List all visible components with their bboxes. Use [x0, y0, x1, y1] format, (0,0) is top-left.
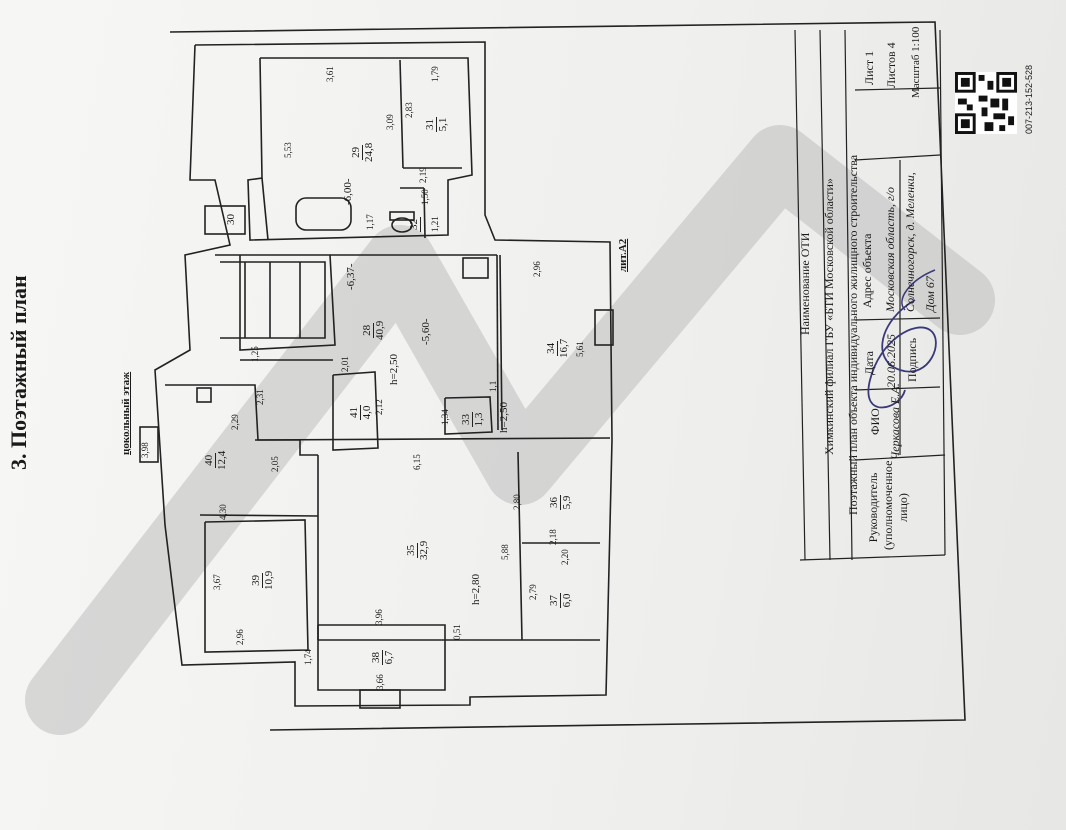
- stamp-addr-label: Адрес объекта: [860, 233, 874, 308]
- room-30: 30: [225, 214, 237, 225]
- level-label-3: -5,60-: [420, 318, 432, 345]
- dim: 2,05: [270, 456, 280, 472]
- dim: 3,96: [374, 609, 384, 625]
- dim: 6,15: [412, 454, 422, 470]
- dim: 0,51: [452, 624, 462, 640]
- dim: 1,1: [488, 380, 498, 392]
- dim: 2,20: [560, 549, 570, 565]
- room-32: 32: [408, 217, 421, 232]
- dim: 4,30: [218, 504, 228, 520]
- level-label-2: -6,37-: [345, 263, 357, 290]
- dim: 2,31: [255, 389, 265, 405]
- dim: 1,74: [303, 649, 313, 665]
- stamp-date-label: Дата: [862, 351, 876, 375]
- dim: 2,96: [235, 629, 245, 645]
- dim: 1,25: [250, 346, 260, 362]
- dim: 2,19: [418, 167, 428, 183]
- height-label-28: h=2,50: [388, 354, 400, 385]
- stamp-doc: Поэтажный план объекта индивидуального ж…: [846, 154, 860, 515]
- dim: 2,83: [404, 102, 414, 118]
- dim: 2,18: [548, 529, 558, 545]
- qr-code-image: [955, 72, 1017, 134]
- dim: 1,79: [430, 66, 440, 82]
- floor-plan-drawing: [139, 21, 966, 731]
- qr-code-number: 007-213-152-528: [1024, 64, 1034, 134]
- stamp-fio: Черкасова Е.А.: [888, 383, 902, 460]
- height-label-33: h=2,50: [498, 402, 510, 433]
- height-label-35: h=2,80: [470, 574, 482, 605]
- dim: 3,66: [375, 674, 385, 690]
- stamp-date: 20.06.2025: [884, 334, 898, 388]
- dim: 1,34: [440, 409, 450, 425]
- dim: 1,21: [430, 216, 440, 232]
- stamp-sign-label: Подпись: [905, 337, 919, 382]
- dim: 2,80: [512, 494, 522, 510]
- dim: 3,61: [325, 66, 335, 82]
- stamp-fio-label: ФИО: [868, 408, 882, 435]
- stamp-scale: Масштаб 1:100: [910, 26, 922, 98]
- dim: 5,53: [283, 142, 293, 158]
- stamp-org-label: Наименование ОТИ: [798, 232, 812, 335]
- dim: 2,12: [374, 399, 384, 415]
- dim: 5,61: [575, 341, 585, 357]
- dim: 2,29: [230, 414, 240, 430]
- dim: 2,79: [528, 584, 538, 600]
- dim: 2,01: [340, 356, 350, 372]
- dim: 3,09: [385, 114, 395, 130]
- dim: 3,67: [212, 574, 222, 590]
- stamp-addr: Московская область, г/о Солнечногорск, д…: [883, 172, 937, 312]
- level-label-1: -6,00-: [342, 178, 354, 205]
- stamp-sheets: Листов 4: [884, 42, 898, 88]
- dim: 2,96: [532, 261, 542, 277]
- stamp-head-label: Руководитель (уполномоченное лицо): [866, 460, 910, 550]
- dim: 3,98: [140, 442, 150, 458]
- signature-scribble: [867, 299, 937, 409]
- dim: 1,17: [365, 214, 375, 230]
- stamp-sheet: Лист 1: [862, 50, 876, 85]
- dim: 1,50: [420, 189, 430, 205]
- dim: 5,88: [500, 544, 510, 560]
- stamp-org: Химкинский филиал ГБУ «БТИ Московской об…: [822, 178, 836, 455]
- document-sheet: 3. Поэтажный план цокольный этаж лит.А2: [6, 21, 1034, 731]
